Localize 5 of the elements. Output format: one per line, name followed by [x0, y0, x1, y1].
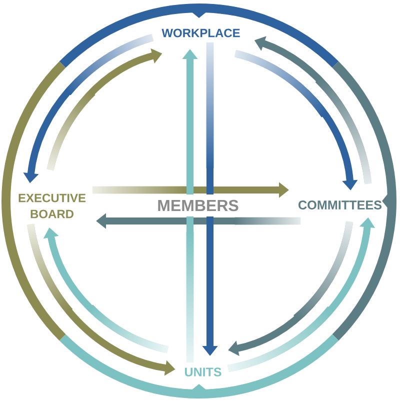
- center-label: MEMBERS: [155, 194, 241, 216]
- node-label: UNITS: [185, 368, 222, 376]
- node-label: COMMITTEES: [298, 200, 382, 210]
- node-label: EXECUTIVE BOARD: [18, 194, 86, 218]
- node-label: WORKPLACE: [162, 28, 240, 38]
